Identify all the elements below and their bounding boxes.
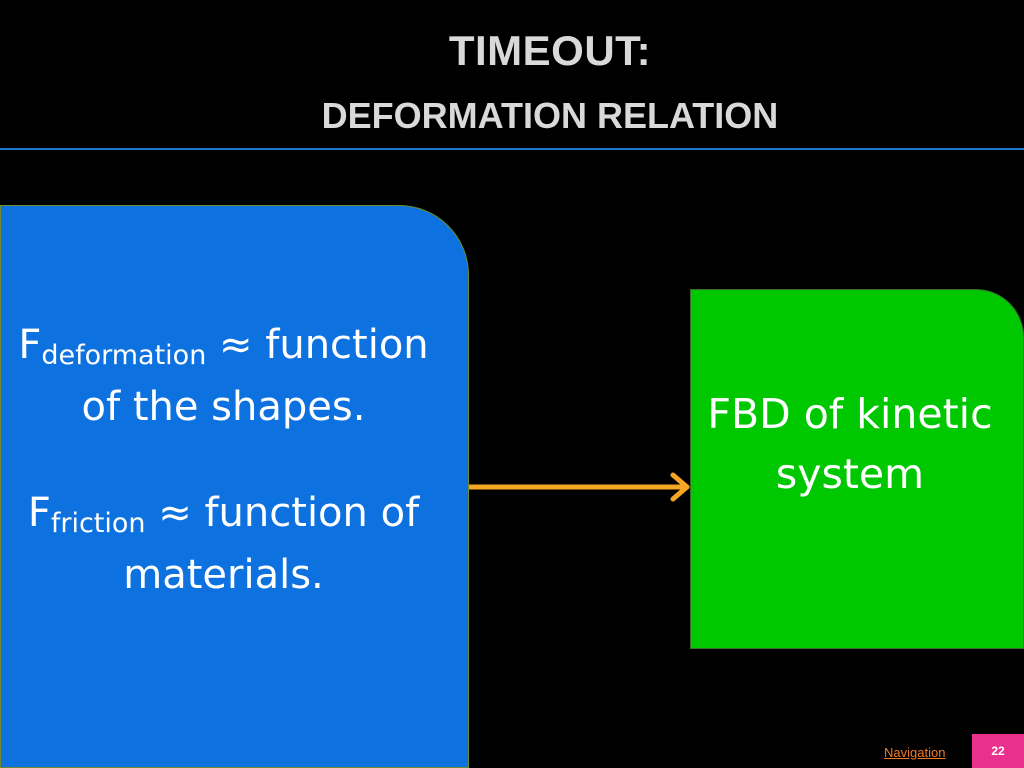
connector-arrow [469,472,690,502]
arrow-head-icon [670,472,690,502]
deformation-box-text: Fdeformation ≈ function of the shapes. F… [1,314,446,606]
deformation-subscript: deformation [41,340,207,371]
navigation-link[interactable]: Navigation [884,745,946,760]
fbd-box: FBD of kinetic system [690,289,1024,649]
force-symbol: F [18,322,42,368]
slide-subtitle: DEFORMATION RELATION [321,95,779,136]
force-symbol: F [27,490,51,536]
fbd-box-label: FBD of kinetic system [707,390,993,498]
deformation-box: Fdeformation ≈ function of the shapes. F… [0,205,469,768]
slide-title: TIMEOUT: [448,27,652,74]
page-number-badge: 22 [972,734,1024,768]
deformation-relation-text: ≈ function of the shapes. [81,322,429,430]
friction-relation-text: ≈ function of materials. [123,490,420,598]
friction-statement: Ffriction ≈ function of materials. [1,482,446,606]
deformation-statement: Fdeformation ≈ function of the shapes. [1,314,446,438]
slide-title-block: TIMEOUT: DEFORMATION RELATION [0,0,1024,148]
title-divider [0,148,1024,150]
friction-subscript: friction [50,508,146,539]
